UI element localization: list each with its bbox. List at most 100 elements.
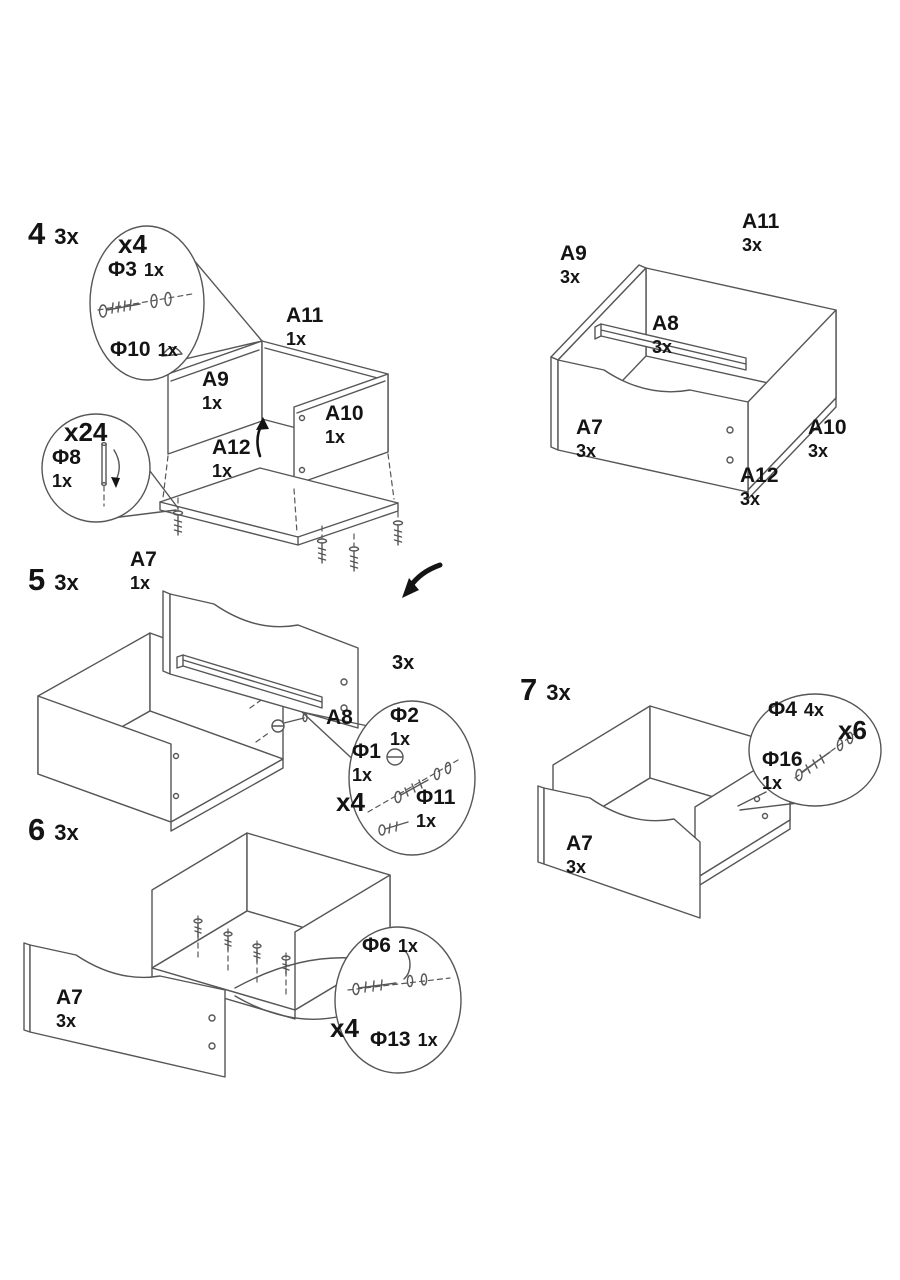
part-code: A7	[56, 986, 83, 1009]
part-label-a12: A12 1x	[212, 436, 251, 481]
part-code: A11	[742, 210, 780, 233]
screw-callout-item: Φ6 1x	[362, 934, 418, 958]
part-code: A10	[808, 416, 847, 439]
part-code: Φ13	[370, 1028, 411, 1051]
part-count: 3x	[652, 336, 673, 357]
part-count: 1x	[325, 426, 346, 447]
front-panel-a7	[23, 942, 226, 1078]
cap-callout-item: Φ13 1x	[370, 1028, 438, 1052]
step4-screw-callout-bubble	[89, 225, 263, 381]
part-count: 1x	[52, 470, 73, 491]
part-label-a7: A7 3x	[56, 986, 83, 1031]
part-label-a12: A12 3x	[740, 464, 779, 509]
part-count: 1x	[762, 772, 783, 793]
part-code: A10	[325, 402, 364, 425]
part-label-a8: A8	[326, 706, 353, 729]
part-code: A12	[212, 436, 251, 459]
rail-a8	[176, 654, 323, 709]
step6-header: 6 3x	[28, 812, 79, 848]
screw-callout-qty: x4	[118, 229, 147, 259]
part-code: Φ11	[416, 786, 456, 809]
step-number: 5	[28, 562, 46, 597]
part-count: 1x	[416, 810, 437, 831]
part-code: Φ6	[362, 934, 391, 957]
hardware-callout-qty: x4	[330, 1013, 359, 1043]
screw-callout-item: Φ11 1x	[416, 786, 455, 831]
part-label-a11: A11 1x	[286, 304, 323, 349]
part-count: 3x	[740, 488, 761, 509]
turn-arrow	[402, 562, 443, 598]
front-panel-a7	[537, 785, 701, 919]
part-code: A8	[652, 312, 679, 335]
part-label-a7: A7 3x	[576, 416, 603, 461]
screw-callout-item: Φ3 1x	[108, 258, 164, 282]
drawer-bottom-panel	[159, 467, 399, 546]
hardware-callout-qty: x4	[336, 787, 365, 817]
part-code: Φ8	[52, 446, 81, 469]
part-count: 3x	[566, 856, 587, 877]
screw-icon	[378, 821, 409, 836]
part-code: Φ1	[352, 740, 381, 763]
bottom-screws	[172, 497, 404, 572]
assembled-drawer-drawing	[550, 264, 837, 500]
part-count: 1x	[130, 572, 151, 593]
step6-drawing	[23, 832, 391, 1078]
dowel-icon	[101, 442, 120, 507]
part-code: A12	[740, 464, 779, 487]
drawer-right-side-panel	[293, 373, 389, 486]
part-count: 1x	[212, 460, 233, 481]
step4-exploded-drawer-drawing	[159, 340, 404, 572]
cap-icon	[403, 949, 411, 980]
bolt-icon	[367, 759, 459, 813]
cap-icon	[161, 346, 183, 357]
part-code: A9	[202, 368, 229, 391]
part-label-a9: A9 1x	[202, 368, 229, 413]
step-number: 6	[28, 812, 46, 847]
step4-dowel-callout-bubble	[41, 413, 179, 523]
part-code: Φ3	[108, 258, 137, 281]
part-count: 1x	[202, 392, 223, 413]
bolt-callout-item: Φ2 1x	[390, 704, 419, 749]
screw-icon	[794, 727, 863, 782]
part-count: 1x	[397, 936, 418, 956]
part-label-a9: A9 3x	[560, 242, 587, 287]
screw-callout-item: Φ4 4x	[768, 698, 824, 722]
screw-icon	[97, 291, 193, 318]
part-count: 1x	[286, 328, 307, 349]
part-count: 1x	[143, 260, 164, 280]
part-code: A11	[286, 304, 324, 327]
cam-callout-item: Φ1 1x	[352, 740, 381, 785]
part-count: 1x	[157, 340, 178, 360]
bottom-screws-dashed	[193, 915, 291, 996]
part-count: 3x	[56, 1010, 77, 1031]
dowel-callout-item: Φ8 1x	[52, 446, 81, 491]
step-number: 7	[520, 672, 538, 707]
part-count: 3x	[808, 440, 829, 461]
dowel-callout-qty: x24	[64, 417, 108, 447]
cam-callout-item: Φ16 1x	[762, 748, 803, 793]
part-label-a10: A10 3x	[808, 416, 847, 461]
part-label-a10: A10 1x	[325, 402, 364, 447]
cam-lock-icon	[386, 748, 404, 766]
step7-header: 7 3x	[520, 672, 571, 708]
step-repeat-count: 3x	[54, 570, 79, 595]
cap-callout-item: Φ10 1x	[110, 338, 178, 362]
step4-header: 4 3x	[28, 216, 79, 252]
part-count: 1x	[352, 764, 373, 785]
part-label-a7: A7 1x	[130, 548, 157, 593]
insert-direction-arrow	[256, 417, 269, 458]
part-count: 1x	[390, 728, 411, 749]
part-code: Φ16	[762, 748, 803, 771]
step7-hardware-callout-bubble	[737, 693, 882, 811]
part-count: 3x	[576, 440, 597, 461]
part-code: A7	[576, 416, 603, 439]
screw-icon	[347, 973, 451, 996]
part-code: Φ2	[390, 704, 419, 727]
part-label-a11: A11 3x	[742, 210, 779, 255]
part-count: 4x	[803, 700, 824, 720]
step-repeat-count: 3x	[54, 820, 79, 845]
step-number: 4	[28, 216, 46, 251]
part-code: A7	[130, 548, 157, 571]
